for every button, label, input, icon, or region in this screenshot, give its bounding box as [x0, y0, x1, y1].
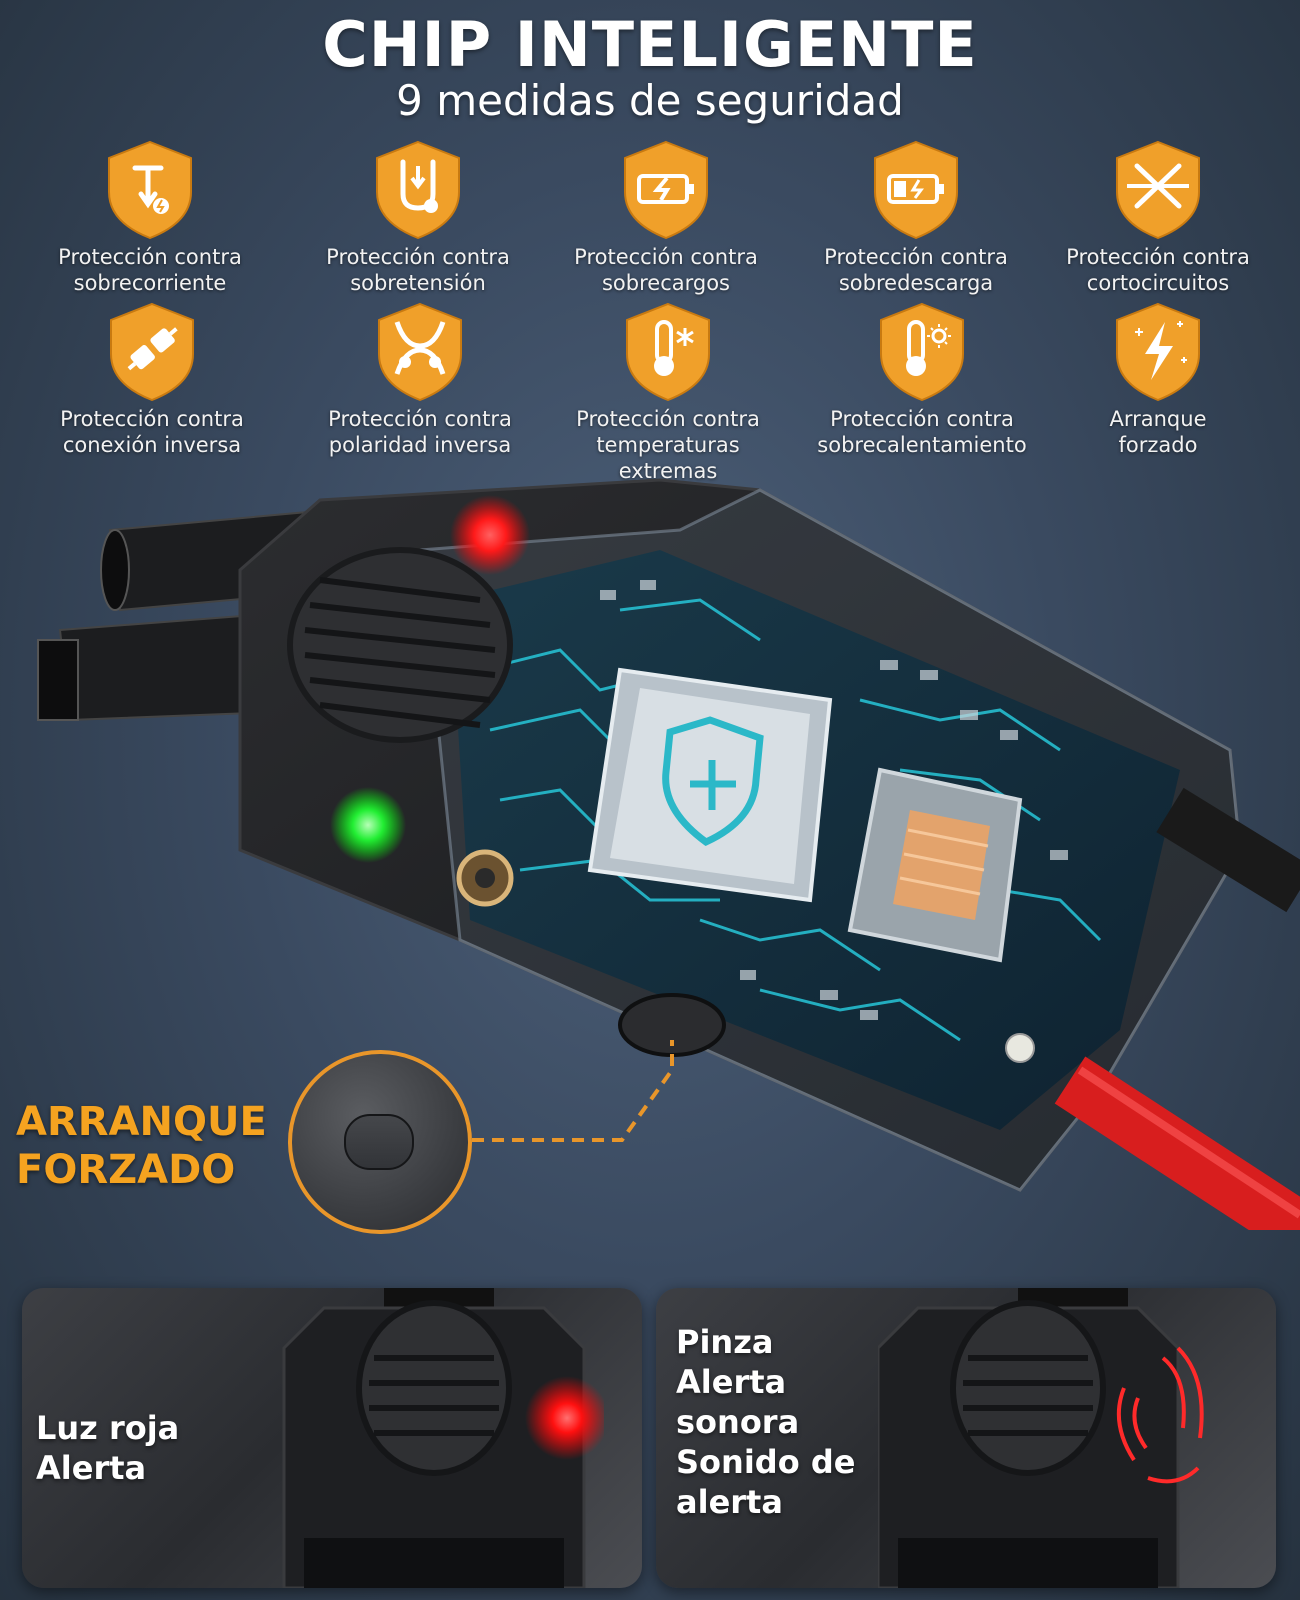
- clamp-red-light-illustration: [282, 1288, 604, 1588]
- feature-label: Protección contra sobretensión: [326, 245, 510, 295]
- smd-components: [600, 580, 1068, 1020]
- lightning-bolt-icon: [1116, 302, 1200, 402]
- over-discharge-battery-icon: [874, 140, 958, 240]
- smart-clamp-device-illustration: [37, 478, 1300, 1230]
- feature-overcurrent: Protección contra sobrecorriente: [30, 140, 270, 296]
- page-subtitle: 9 medidas de seguridad: [396, 76, 904, 125]
- overvoltage-icon: [376, 140, 460, 240]
- sound-wave-icon: [1116, 1346, 1204, 1484]
- feature-label: Arranque forzado: [1109, 407, 1207, 457]
- grip-ridges: [287, 547, 513, 743]
- inductor-coil: [456, 849, 514, 907]
- feature-short-circuit: Protección contra cortocircuitos: [1038, 140, 1278, 296]
- overcurrent-icon: [108, 140, 192, 240]
- clamp-sound-alert-illustration: [878, 1288, 1204, 1588]
- feature-label: Protección contra sobrecalentamiento: [817, 407, 1027, 457]
- red-cable: [1054, 1056, 1300, 1230]
- status-dot: [1005, 1033, 1035, 1063]
- feature-overvoltage: Protección contra sobretensión: [298, 140, 538, 296]
- sound-alert-text: Pinza Alerta sonora Sonido de alerta: [676, 1323, 856, 1521]
- sound-alert-panel: Pinza Alerta sonora Sonido de alerta: [656, 1288, 1276, 1588]
- hot-thermometer-icon: [880, 302, 964, 402]
- feature-label: Protección contra sobrecargos: [574, 245, 758, 295]
- red-light-alert-text: Luz roja Alerta: [36, 1409, 180, 1487]
- forced-start-label: ARRANQUE FORZADO: [16, 1099, 267, 1193]
- callout-connector-line: [472, 1040, 674, 1142]
- feature-forced-start: Arranque forzado: [1038, 302, 1278, 458]
- forced-start-zoom-circle: [288, 1050, 472, 1234]
- main-chip: [587, 667, 833, 903]
- feature-label: Protección contra polaridad inversa: [328, 407, 512, 457]
- feature-label: Protección contra sobrecorriente: [58, 245, 242, 295]
- red-led-indicator: [450, 495, 530, 575]
- reverse-polarity-icon: [378, 302, 462, 402]
- page-title: CHIP INTELIGENTE: [322, 8, 978, 81]
- black-cable: [1156, 787, 1300, 913]
- feature-over-discharge: Protección contra sobredescarga: [796, 140, 1036, 296]
- feature-reverse-polarity: Protección contra polaridad inversa: [300, 302, 540, 458]
- overcharge-battery-icon: [624, 140, 708, 240]
- short-circuit-icon: [1116, 140, 1200, 240]
- cold-thermometer-icon: [626, 302, 710, 402]
- feature-overheating: Protección contra sobrecalentamiento: [802, 302, 1042, 458]
- secondary-chip: [847, 767, 1023, 963]
- feature-reverse-connection: Protección contra conexión inversa: [32, 302, 272, 458]
- feature-label: Protección contra temperaturas extremas: [576, 407, 760, 483]
- feature-label: Protección contra conexión inversa: [60, 407, 244, 457]
- feature-label: Protección contra cortocircuitos: [1066, 245, 1250, 295]
- feature-overcharge: Protección contra sobrecargos: [546, 140, 786, 296]
- feature-label: Protección contra sobredescarga: [824, 245, 1008, 295]
- forced-start-button-closeup[interactable]: [344, 1114, 414, 1170]
- green-led-indicator: [330, 787, 406, 863]
- red-light-alert-panel: Luz roja Alerta: [22, 1288, 642, 1588]
- shield-cross-icon: [662, 716, 764, 847]
- feature-extreme-temperatures: Protección contra temperaturas extremas: [548, 302, 788, 484]
- reverse-connection-plug-icon: [110, 302, 194, 402]
